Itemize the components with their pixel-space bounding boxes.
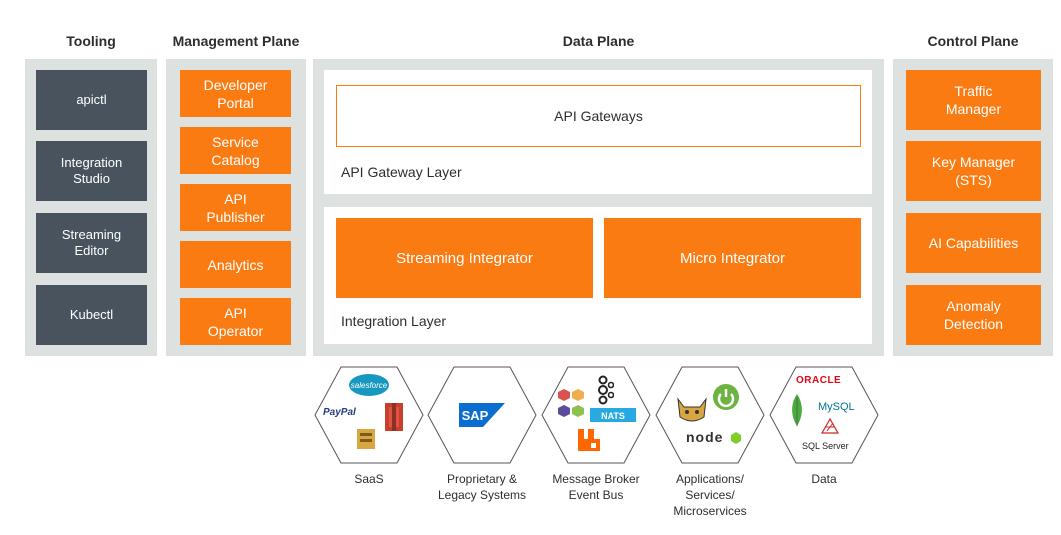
data-hexagon: ORACLE MySQL SQL Server — [768, 365, 880, 465]
sqlserver-icon — [820, 417, 840, 434]
tool-kubectl: Kubectl — [36, 285, 147, 345]
svg-text:NATS: NATS — [601, 411, 625, 421]
mgmt-analytics: Analytics — [180, 241, 291, 288]
applications-hexagon: node — [654, 365, 766, 465]
ctrl-ai-capabilities: AI Capabilities — [906, 213, 1041, 273]
ctrl-traffic-manager: Traffic Manager — [906, 70, 1041, 130]
integration-layer-label: Integration Layer — [341, 313, 447, 329]
micro-integrator-box: Micro Integrator — [604, 218, 861, 298]
activemq-icon — [558, 389, 584, 417]
sqlserver-label-icon: SQL Server — [802, 441, 849, 451]
mongodb-icon — [792, 394, 802, 426]
management-plane-heading: Management Plane — [172, 33, 300, 49]
mgmt-api-publisher: API Publisher — [180, 184, 291, 231]
proprietary-hexagon: SAP — [426, 365, 538, 465]
nats-icon: NATS — [590, 408, 636, 422]
data-plane-heading: Data Plane — [562, 33, 635, 49]
tool-apictl: apictl — [36, 70, 147, 130]
saas-label: SaaS — [354, 472, 384, 486]
message-broker-label: Message Broker Event Bus — [552, 472, 640, 502]
message-broker-hexagon: NATS — [540, 365, 652, 465]
spring-icon — [713, 384, 739, 410]
tool-streaming-editor: Streaming Editor — [36, 213, 147, 273]
svg-text:salesforce: salesforce — [351, 381, 388, 390]
kafka-icon — [598, 375, 614, 405]
oracle-icon: ORACLE — [796, 375, 842, 386]
mgmt-developer-portal: Developer Portal — [180, 70, 291, 117]
aws-s3-icon — [385, 403, 403, 431]
data-label: Data — [811, 472, 837, 486]
proprietary-label: Proprietary & Legacy Systems — [437, 472, 527, 502]
rabbitmq-icon — [578, 429, 600, 451]
nodejs-hex-icon — [731, 432, 741, 444]
sap-icon: SAP — [459, 403, 505, 427]
saas-hexagon: salesforce PayPal — [313, 365, 425, 465]
ctrl-key-manager: Key Manager (STS) — [906, 141, 1041, 201]
paypal-icon: PayPal — [323, 407, 356, 418]
api-gateways-box: API Gateways — [336, 85, 861, 147]
nodejs-icon: node — [686, 429, 724, 445]
control-plane-heading: Control Plane — [927, 33, 1019, 49]
ctrl-anomaly-detection: Anomaly Detection — [906, 285, 1041, 345]
streaming-integrator-box: Streaming Integrator — [336, 218, 593, 298]
aws-sqs-icon — [357, 429, 375, 449]
tooling-heading: Tooling — [66, 33, 116, 49]
tomcat-icon — [677, 397, 707, 422]
tool-integration-studio: Integration Studio — [36, 141, 147, 201]
mgmt-service-catalog: Service Catalog — [180, 127, 291, 174]
svg-text:SAP: SAP — [462, 408, 489, 423]
salesforce-icon: salesforce — [349, 374, 389, 396]
mgmt-api-operator: API Operator — [180, 298, 291, 345]
mysql-icon: MySQL — [818, 401, 855, 413]
api-gateway-layer-label: API Gateway Layer — [341, 164, 462, 180]
applications-label: Applications/ Services/ Microservices — [673, 472, 747, 518]
